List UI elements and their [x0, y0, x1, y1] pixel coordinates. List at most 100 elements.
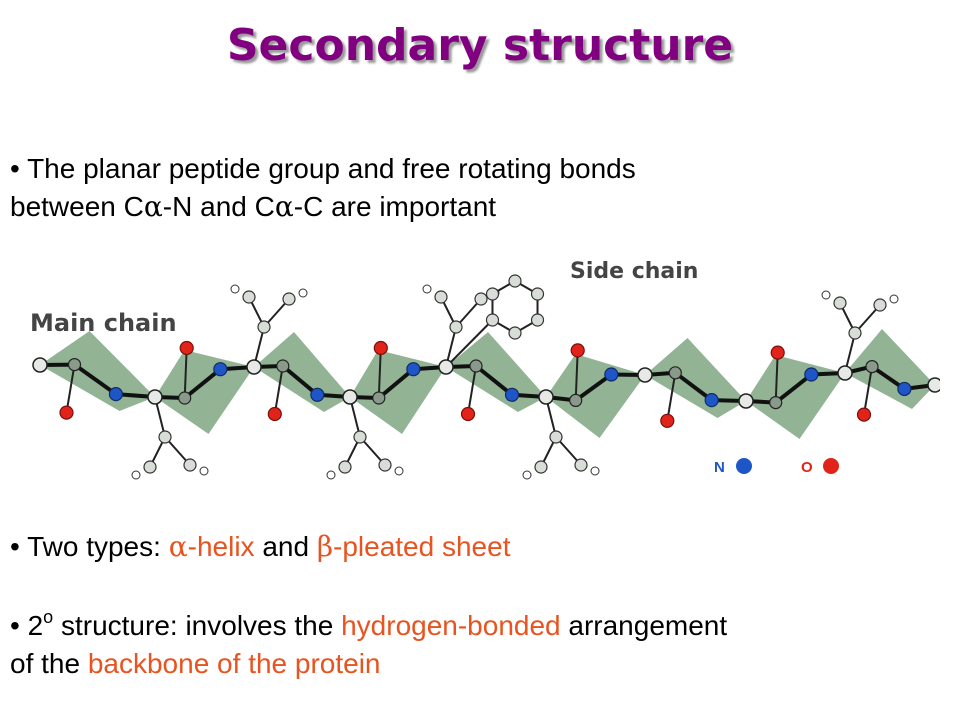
hydrogen-atom — [889, 294, 899, 304]
side-chain-atom — [378, 458, 392, 472]
alpha-helix-text: -helix — [187, 531, 255, 562]
alpha-symbol-2: α — [274, 190, 294, 223]
peptide-plane — [350, 350, 446, 434]
nitrogen-atom — [108, 387, 124, 402]
alpha-carbon-atom — [438, 359, 454, 375]
bullet3-line2-a: of the — [10, 648, 88, 679]
side-chain-atom — [549, 430, 563, 444]
alpha-carbon-atom — [246, 359, 262, 375]
peptide-plane — [446, 332, 546, 412]
side-chain-atom — [434, 290, 448, 304]
bullet3-num: 2 — [27, 610, 44, 641]
alpha-carbon-atom — [738, 393, 754, 409]
hydrogen-atom — [298, 288, 308, 298]
page-title: Secondary structure — [226, 20, 734, 71]
legend-o-swatch — [823, 458, 839, 474]
side-chain-atom — [574, 458, 588, 472]
carbonyl-bond — [666, 372, 677, 421]
side-chain-atom — [449, 320, 463, 334]
alpha-carbon-atom — [538, 389, 554, 405]
legend-o-label: O — [801, 459, 813, 476]
alpha-carbon-atom — [342, 389, 358, 405]
hydrogen-atom — [422, 284, 432, 294]
hydrogen-bonded-text: hydrogen-bonded — [341, 610, 561, 641]
ring-atom — [530, 287, 545, 301]
beta-sheet-text: -pleated sheet — [333, 531, 511, 562]
ring-atom — [508, 326, 522, 340]
alpha-carbon-atom — [32, 357, 48, 373]
side-chain-atom — [474, 292, 488, 306]
oxygen-atom — [856, 407, 872, 422]
carbonyl-carbon-atom — [67, 357, 82, 372]
hydrogen-atom — [230, 284, 240, 294]
carbonyl-bond — [273, 365, 284, 415]
carbonyl-carbon-atom — [569, 393, 583, 407]
peptide-plane — [40, 331, 155, 411]
peptide-plane — [254, 332, 350, 412]
oxygen-atom — [660, 413, 675, 428]
carbonyl-carbon-atom — [372, 391, 386, 405]
hydrogen-atom — [522, 470, 532, 480]
bullet3-part1: structure: involves the — [53, 610, 342, 641]
carbonyl-bond — [183, 347, 188, 399]
side-chain-atom — [143, 460, 157, 474]
bullet3-part2: arrangement — [560, 610, 728, 641]
side-chain-atom — [848, 326, 862, 340]
nitrogen-atom — [704, 393, 719, 408]
bullet-peptide-group: • The planar peptide group and free rota… — [10, 153, 636, 223]
alpha-carbon-atom — [927, 377, 940, 393]
bullet-two-types: • Two types: α-helix and β-pleated sheet — [10, 530, 511, 563]
side-chain-atom — [534, 460, 548, 474]
side-chains — [131, 274, 899, 480]
oxygen-atom — [770, 345, 785, 360]
side-chain-atom — [282, 292, 296, 306]
side-chain-atom — [242, 290, 256, 304]
alpha-carbon-atom — [147, 389, 163, 405]
nitrogen-atom — [406, 362, 421, 377]
hydrogen-atom — [131, 470, 141, 480]
carbonyl-carbon-atom — [276, 359, 290, 373]
oxygen-atom — [460, 406, 476, 422]
alpha-carbon-atom — [837, 365, 853, 381]
backbone — [39, 362, 936, 405]
oxygen-atom — [373, 340, 388, 356]
alpha-symbol-1: α — [143, 190, 163, 223]
hydrogen-atom — [590, 466, 600, 476]
beta-symbol: β — [316, 530, 334, 563]
peptide-plane — [645, 338, 746, 418]
bullet1-line1: The planar peptide group and free rotati… — [27, 153, 636, 184]
hydrogen-atom — [394, 466, 404, 476]
peptide-chain-diagram: Main chain Side chain N O — [30, 259, 940, 480]
side-chain-atom — [833, 296, 847, 310]
side-chain-label: Side chain — [570, 259, 698, 284]
atoms — [32, 340, 940, 428]
alpha-symbol-3: α — [168, 530, 188, 563]
carbonyl-carbon-atom — [769, 396, 783, 410]
peptide-plane — [546, 354, 645, 438]
legend-n-label: N — [714, 459, 725, 476]
degree-superscript: o — [43, 607, 54, 627]
oxygen-atom — [267, 406, 282, 422]
nitrogen-atom — [310, 387, 325, 402]
peptide-plane — [746, 355, 845, 439]
bullet2-and: and — [254, 531, 317, 562]
ring-atom — [530, 313, 545, 327]
side-chain-atom — [353, 430, 367, 444]
side-chain-atom — [257, 320, 271, 334]
bullet2-prefix: Two types: — [27, 531, 169, 562]
carbonyl-bond — [774, 352, 779, 403]
ring-atom — [485, 313, 500, 327]
carbonyl-bond — [65, 364, 76, 413]
side-chain-atom — [873, 298, 887, 312]
oxygen-atom — [59, 405, 74, 420]
nitrogen-atom — [604, 367, 619, 382]
backbone-bond — [39, 362, 936, 405]
benzene-ring — [491, 279, 539, 335]
carbonyl-carbon-atom — [178, 391, 192, 405]
side-chain-atom — [158, 430, 172, 444]
nitrogen-atom — [213, 362, 228, 377]
alpha-carbon-atom — [637, 367, 653, 383]
main-chain-label: Main chain — [30, 309, 177, 337]
oxygen-atom — [570, 343, 585, 358]
legend-n-swatch — [736, 458, 752, 474]
